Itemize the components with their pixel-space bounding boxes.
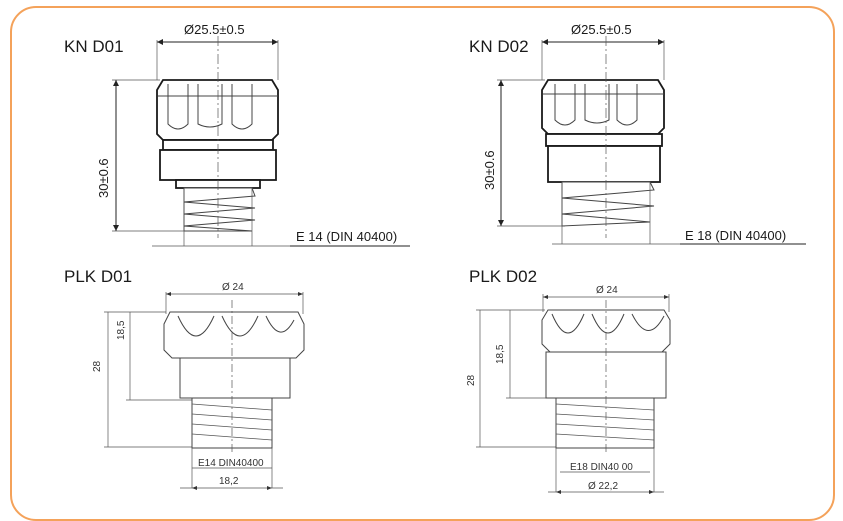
kn-d02-title: KN D02 <box>469 37 529 56</box>
kn-d01-diameter-label: Ø25.5±0.5 <box>184 22 245 37</box>
plk-d02-thread-label: E18 DIN40 00 <box>570 462 633 473</box>
kn-d01-drawing: KN D01 Ø25.5±0.5 30±0.6 <box>64 22 410 247</box>
plk-d02-title: PLK D02 <box>469 267 537 286</box>
plk-d01-diameter-label: Ø 24 <box>222 282 244 293</box>
kn-d02-drawing: KN D02 Ø25.5±0.5 30±0.6 <box>469 22 806 245</box>
kn-d02-height-label: 30±0.6 <box>482 150 497 190</box>
plk-d02-drawing: PLK D02 Ø 24 28 18,5 <box>466 267 671 494</box>
plk-d02-total-height-label: 28 <box>466 374 477 386</box>
plk-d01-thread-label: E14 DIN40400 <box>198 458 264 469</box>
plk-d01-cap-height-label: 18,5 <box>116 320 127 340</box>
kn-d01-title: KN D01 <box>64 37 124 56</box>
plk-d02-cap-height-label: 18,5 <box>495 344 506 364</box>
plk-d01-bottom-width-label: 18,2 <box>219 476 239 487</box>
plk-d02-diameter-label: Ø 24 <box>596 285 618 296</box>
kn-d01-thread-label: E 14 (DIN 40400) <box>296 229 397 244</box>
kn-d01-height-label: 30±0.6 <box>96 158 111 198</box>
plk-d01-title: PLK D01 <box>64 267 132 286</box>
plk-d01-drawing: PLK D01 Ø 24 28 18,5 <box>64 267 305 490</box>
plk-d01-total-height-label: 28 <box>92 360 103 372</box>
kn-d02-thread-label: E 18 (DIN 40400) <box>685 228 786 243</box>
plk-d02-bottom-width-label: Ø 22,2 <box>588 481 618 492</box>
kn-d02-diameter-label: Ø25.5±0.5 <box>571 22 632 37</box>
